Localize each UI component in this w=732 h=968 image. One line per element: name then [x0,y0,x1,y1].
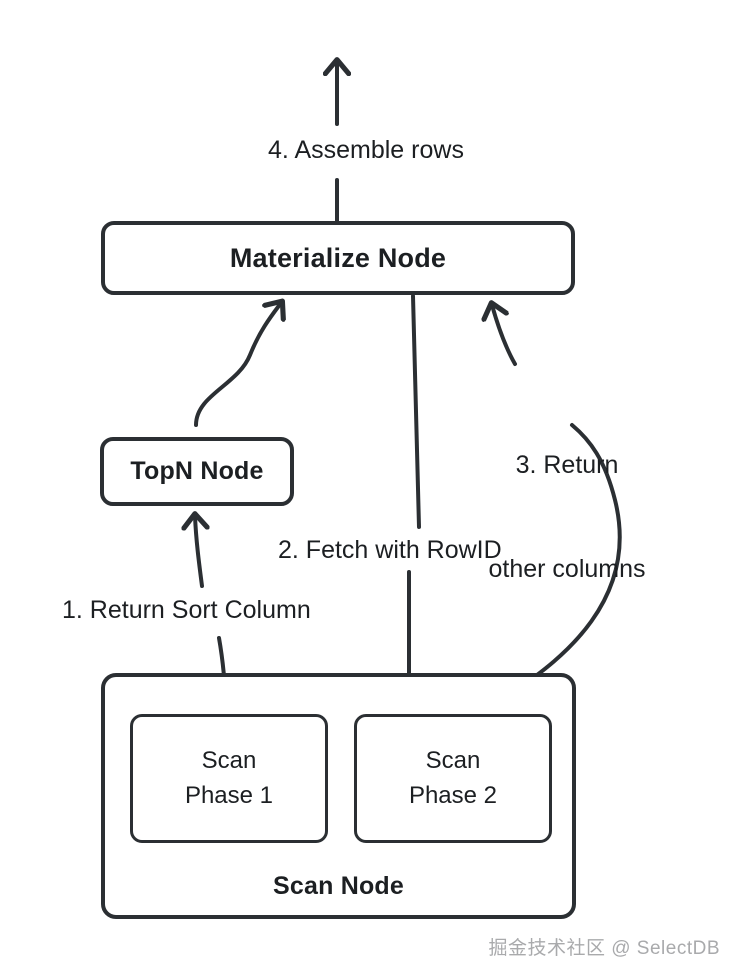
scan-node[interactable]: Scan Phase 1 Scan Phase 2 Scan Node [101,673,576,919]
edge-topn-to-materialize [194,303,281,427]
materialize-node[interactable]: Materialize Node [101,221,575,295]
edge-label-return-other-columns-line1: 3. Return [515,451,619,479]
materialize-node-label: Materialize Node [229,242,447,273]
scan-phase-2-box[interactable]: Scan Phase 2 [354,714,552,843]
scan-phase-1-line2: Phase 1 [184,781,274,809]
scan-phase-2-line1: Scan [425,747,481,775]
edge-label-return-other-columns: 3. Return other columns [452,379,682,655]
edge-label-fetch-with-rowid: 2. Fetch with RowID [278,536,502,564]
scan-phase-1-line1: Scan [201,747,257,775]
scan-node-label: Scan Node [273,872,404,900]
topn-node[interactable]: TopN Node [100,437,294,506]
edge-label-return-other-columns-line2: other columns [488,554,646,583]
edge-return-other-columns-upper [492,305,517,366]
scan-phase-1-box[interactable]: Scan Phase 1 [130,714,328,843]
edge-return-sort-column-upper [195,516,202,588]
edge-label-assemble-rows: 4. Assemble rows [268,136,464,164]
edge-return-other-columns-lower [514,423,622,692]
edge-label-return-sort-column: 1. Return Sort Column [62,596,311,624]
edge-fetch-with-rowid-upper [411,294,421,529]
scan-phase-2-line2: Phase 2 [408,781,498,809]
watermark: 掘金技术社区 @ SelectDB [488,938,720,959]
topn-node-label: TopN Node [130,457,264,485]
